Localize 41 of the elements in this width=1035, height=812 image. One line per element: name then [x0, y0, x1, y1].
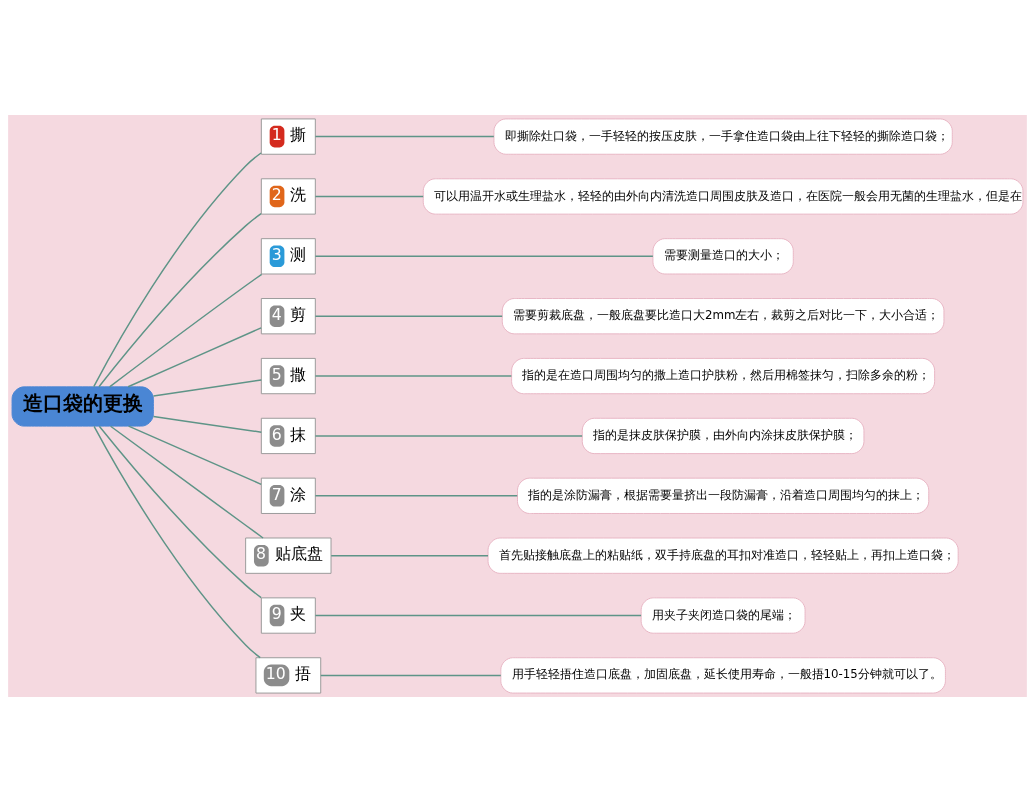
node-box: 指的是抹皮肤保护膜，由外向内涂抹皮肤保护膜； [581, 417, 865, 455]
node-box: 首先贴接触底盘上的粘贴纸，双手持底盘的耳扣对准造口，轻轻贴上，再扣上造口袋； [487, 537, 959, 574]
node-box: 需要测量造口的大小； [652, 238, 794, 275]
connector [93, 425, 261, 659]
connector [314, 435, 583, 437]
node-box: 6 抹 [260, 417, 316, 455]
node-box: 10 捂 [255, 657, 322, 694]
node-box: 4 剪 [260, 298, 316, 335]
node-box: 9 夹 [260, 597, 316, 634]
node-box: 3 测 [260, 238, 316, 275]
node-box: 7 涂 [260, 477, 316, 514]
node-box: 可以用温开水或生理盐水，轻轻的由外向内清洗造口周围皮肤及造口，在医院一般会用无菌的生理盐水，但是在 [422, 178, 1024, 215]
node-box: 5 撒 [260, 357, 316, 395]
node-box: 2 洗 [260, 178, 316, 215]
connector [152, 415, 263, 433]
node-box: 用夹子夹闭造口袋的尾端； [640, 597, 806, 634]
node-box: 造口袋的更换 [11, 386, 154, 427]
connector [98, 425, 262, 599]
connector [320, 674, 502, 677]
connector [109, 425, 264, 539]
connector [314, 255, 654, 258]
connector [152, 379, 263, 397]
connector [314, 315, 503, 317]
node-box: 指的是在造口周围均匀的撒上造口护肤粉，然后用棉签抹匀，扫除多余的粉； [511, 357, 936, 395]
connector [314, 614, 642, 617]
connector [314, 495, 518, 497]
connector [330, 554, 489, 557]
connector [127, 327, 262, 388]
node-box: 指的是涂防漏膏，根据需要量挤出一段防漏膏，沿着造口周围均匀的抹上； [517, 477, 930, 514]
connector [98, 212, 262, 388]
node-box: 即撕除灶口袋，一手轻轻的按压皮肤，一手拿住造口袋由上往下轻轻的撕除造口袋； [493, 118, 953, 155]
node-box: 用手轻轻捂住造口底盘，加固底盘，延长使用寿命，一般捂10-15分钟就可以了。 [500, 657, 946, 694]
connector [127, 425, 262, 486]
node-box: 8 贴底盘 [245, 537, 332, 574]
node-box: 需要剪裁底盘，一般底盘要比造口大2mm左右，裁剪之后对比一下，大小合适； [501, 298, 945, 335]
connector [108, 273, 263, 388]
connector [314, 195, 424, 198]
connector [314, 135, 495, 138]
connector [93, 152, 262, 388]
connector [314, 375, 513, 377]
node-box: 1 撕 [260, 118, 316, 155]
